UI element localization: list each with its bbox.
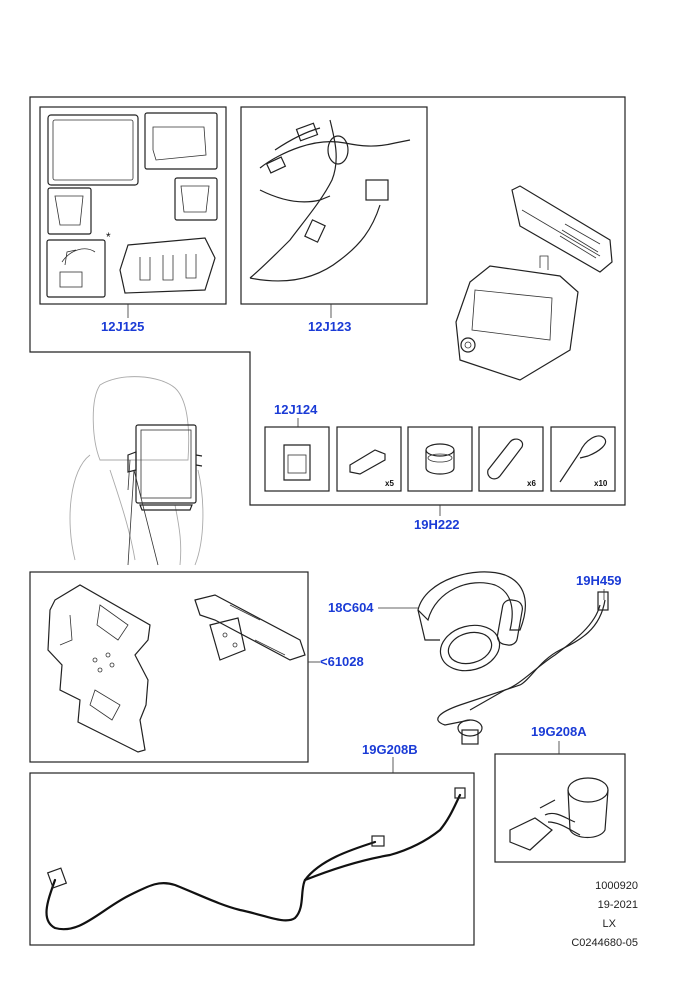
qty-strap: x10: [594, 479, 608, 488]
usb-socket-harness: [509, 777, 609, 851]
long-harness: [45, 787, 466, 931]
ref-line-1: 1000920: [595, 880, 638, 892]
bracket-plate: [119, 237, 216, 294]
grommet: [425, 443, 455, 475]
callout-mount-ref[interactable]: <61028: [320, 654, 364, 669]
film-small-right: [174, 177, 218, 221]
callout-kit-a[interactable]: 12J125: [101, 319, 145, 334]
ref-line-2: 19-2021: [597, 899, 638, 911]
wireless-headphones: [417, 571, 526, 672]
callout-cable-long[interactable]: 19G208B: [362, 742, 418, 757]
top-group-frame: [29, 96, 626, 506]
ref-line-4: C0244680-05: [571, 937, 638, 949]
harness-cable: [249, 119, 411, 282]
callout-kit-c[interactable]: 12J124: [274, 402, 318, 417]
note-marker: *: [106, 230, 111, 244]
callout-headphone-jack[interactable]: 19H459: [576, 573, 622, 588]
cable-short-box: [494, 753, 626, 863]
headphone-cable: [437, 591, 609, 745]
kit-b-box: [240, 106, 428, 305]
callout-kit-d[interactable]: 19H222: [414, 517, 460, 532]
qty-pad: x5: [385, 479, 394, 488]
leader-lines: [127, 304, 605, 773]
wiring-pack: [46, 239, 106, 298]
film-small-left: [47, 187, 92, 235]
pad-box: [336, 426, 402, 492]
ref-line-3: LX: [602, 918, 616, 930]
mount-box: [29, 571, 309, 763]
headrest-clamp: [194, 594, 306, 661]
cable-long-box: [29, 772, 475, 946]
sleeve-box: [478, 426, 544, 492]
drawing-reference: 1000920 19-2021 LX C0244680-05: [571, 877, 638, 953]
qty-sleeve: x6: [527, 479, 536, 488]
callout-kit-b[interactable]: 12J123: [308, 319, 352, 334]
seat-sketch: [69, 376, 204, 566]
strap-box: [550, 426, 616, 492]
foam-sleeve: [487, 438, 524, 480]
screen-protector-film: [47, 114, 139, 186]
film-medium: [144, 112, 218, 170]
tablet-on-headrest: [127, 424, 203, 566]
grommet-box: [407, 426, 473, 492]
callout-cable-short[interactable]: 19G208A: [531, 724, 587, 739]
adhesive-pad: [349, 449, 386, 475]
tablet-holder-plate: [47, 584, 151, 753]
kit-a-box: [39, 106, 227, 305]
camera-unit: [455, 185, 613, 381]
cable-strap: [559, 435, 607, 483]
sd-card-box: [264, 426, 330, 492]
callout-headphones[interactable]: 18C604: [328, 600, 374, 615]
sd-card: [283, 444, 311, 481]
